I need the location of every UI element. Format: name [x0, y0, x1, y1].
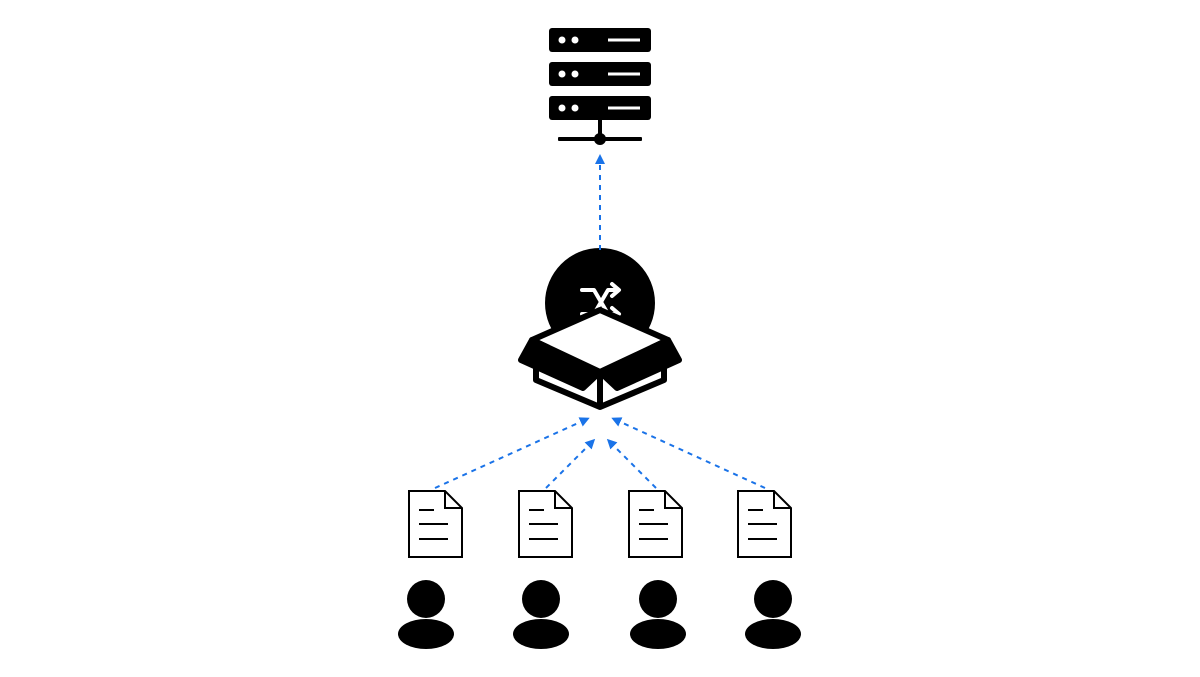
arrow-document-4-to-mixer: [611, 417, 766, 489]
user-icon: [398, 580, 454, 649]
user-icon: [745, 580, 801, 649]
document-icon: [518, 490, 573, 558]
arrow-document-3-to-mixer: [606, 438, 657, 489]
server-rack-icon: [549, 28, 651, 145]
document-icon: [737, 490, 792, 558]
shuffle-box-icon: [518, 248, 682, 410]
arrow-document-2-to-mixer: [545, 438, 596, 489]
user-icon: [513, 580, 569, 649]
edges: [434, 154, 766, 489]
arrow-document-1-to-mixer: [434, 417, 590, 489]
document-icon: [628, 490, 683, 558]
user-icon: [630, 580, 686, 649]
document-icon: [408, 490, 463, 558]
